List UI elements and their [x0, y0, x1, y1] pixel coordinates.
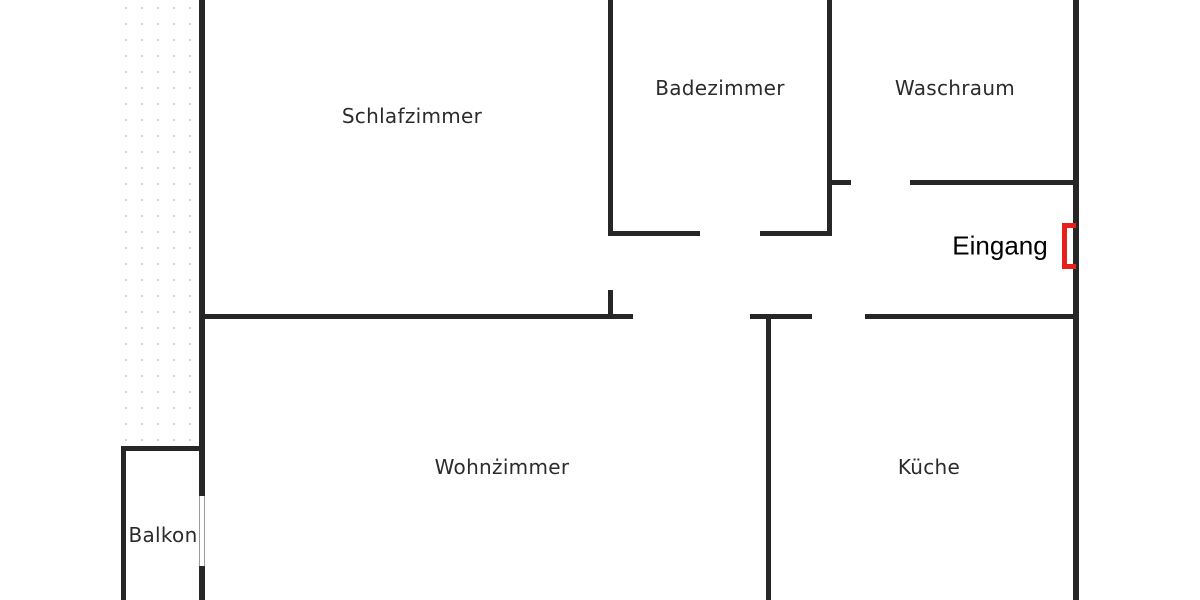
wall-balcony-west	[121, 446, 126, 600]
room-label-wohnzimmer: Wohnżimmer	[434, 455, 570, 479]
wall-bathroom-south-right	[760, 231, 832, 236]
entrance-door-marker	[1062, 223, 1076, 269]
wall-kitchen-north	[865, 314, 1077, 319]
wall-hall-stub	[750, 314, 812, 319]
entrance-label: Eingang	[952, 230, 1048, 261]
wall-west	[199, 0, 205, 600]
room-label-badezimmer: Badezimmer	[655, 76, 785, 100]
wall-bathroom-west	[608, 0, 613, 236]
wall-laundry-south-right	[910, 180, 1077, 185]
room-label-kueche: Küche	[897, 455, 961, 479]
wall-kitchen-west	[766, 314, 771, 600]
wall-bathroom-south-left	[608, 231, 700, 236]
wall-bedroom-south	[199, 314, 633, 319]
wall-east	[1073, 0, 1079, 600]
balcony-dot-pattern	[118, 0, 200, 446]
room-label-balkon: Balkon	[128, 523, 198, 547]
room-label-waschraum: Waschraum	[894, 76, 1016, 100]
balcony-door	[199, 496, 205, 566]
room-label-schlafzimmer: Schlafzimmer	[341, 104, 483, 128]
wall-bathroom-east	[827, 0, 832, 236]
wall-balcony-north	[121, 446, 205, 451]
wall-bedroom-door-stub	[608, 290, 613, 319]
wall-laundry-south-left	[827, 180, 851, 185]
